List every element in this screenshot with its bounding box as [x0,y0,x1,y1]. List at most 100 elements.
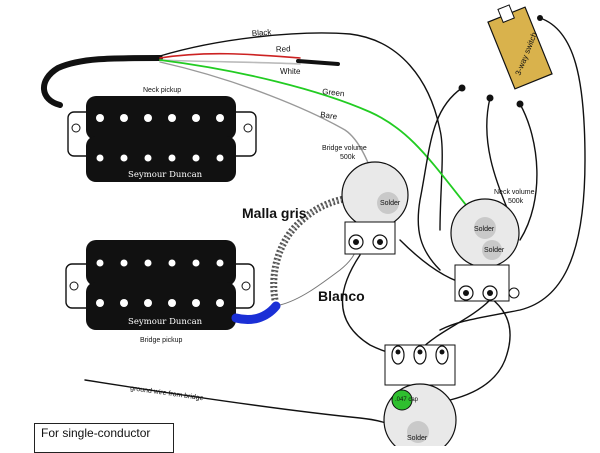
switch-output-wire [439,17,586,331]
tone-pot-lug [435,345,449,365]
neck-pickup-screw-left [71,123,81,133]
white-wire [159,59,301,65]
switch-wire-3 [519,103,538,241]
three-way-switch: 3-way switch [458,4,553,108]
pickup-harness-wires [41,32,471,231]
pole-piece [96,114,104,122]
bridge-pickup-top-coil [86,240,236,286]
bare-wire-label: Bare [320,110,339,121]
pole-piece [192,114,200,122]
bare-wire [159,61,379,191]
neck-pot-lug [487,290,493,296]
neck-pickup-brand: Seymour Duncan [128,170,203,180]
neck-pickup-pole-pieces [96,114,224,162]
pole-piece [120,154,128,162]
bridge-pot-lug [353,239,359,245]
bridge-pickup-pole-pieces [96,259,224,307]
tone-pot-lug-hole [439,349,445,355]
tone-pot-solder-label: Solder [407,435,428,442]
bridge-pickup-brand: Seymour Duncan [128,317,203,327]
braided-shield [270,193,356,301]
caption-box: For single-conductor [34,423,174,453]
pole-piece [216,114,224,122]
switch-lug [458,84,466,92]
neck-volume-title: Neck volume [494,189,535,196]
bridge-pickup-screw-right [241,281,251,291]
red-wire [159,52,301,59]
tone-pot: Solder .047 cap [383,344,457,446]
tone-to-neck-wire [419,299,491,351]
switch-lever [497,4,515,24]
switch-lug [486,94,494,102]
red-wire-label: Red [276,44,291,54]
white-wire-label: White [280,67,301,76]
pole-piece [96,259,104,267]
pole-piece [120,114,128,122]
switch-wire-2 [486,97,511,216]
pole-piece [216,299,224,307]
tone-pot-lug-hole [417,349,423,355]
caption-line-1: For single-conductor [41,426,151,440]
bridge-pickup-title: Bridge pickup [140,337,183,344]
bridge-pot-lug [377,239,383,245]
pole-piece [168,259,176,267]
neck-pot-solder-label-1: Solder [474,226,495,233]
neck-pot-solder-spot-2 [482,240,502,260]
pole-piece [96,154,104,162]
tone-capacitor [391,389,413,411]
neck-pickup-title: Neck pickup [143,87,181,94]
blue-tape [231,301,281,324]
tone-pot-lug [413,345,427,365]
pole-piece [192,299,200,307]
neck-pickup-top-coil [86,96,236,140]
pole-piece [120,259,128,267]
pole-piece [144,299,152,307]
tone-capacitor-label: .047 cap [395,397,419,403]
bridge-pot-to-tone-wire [341,254,421,356]
green-wire-label: Green [322,87,345,98]
pole-piece [216,154,224,162]
black-wire-label: Black [252,28,273,38]
bridge-pot-solder-label: Solder [380,200,401,207]
pole-piece [192,259,200,267]
bridge-volume-title: Bridge volume [322,145,367,152]
pole-piece [144,114,152,122]
neck-pickup [67,96,257,182]
switch-lug [537,15,543,21]
switch-wire-1 [417,87,463,271]
bridge-volume-pot: Solder Bridge volume 500k [322,145,409,255]
neck-pot-solder-label-2: Solder [484,247,505,254]
tone-pot-solder-spot [407,421,429,443]
neck-pot-lug [463,290,469,296]
green-wire [159,59,471,211]
neck-volume-value: 500k [508,198,524,205]
bridge-pot-body [341,161,409,229]
black-wire [159,32,443,231]
bridge-volume-value: 500k [340,154,356,161]
pole-piece [144,259,152,267]
neck-pot-ground-wire [449,284,511,401]
neck-pickup-screw-right [243,123,253,133]
blanco-label: Blanco [318,288,365,304]
bridge-pickup-screw-left [69,281,79,291]
neck-pot-lug [508,287,520,299]
labels: Black Red White Green Bare Neck pickup S… [128,28,365,403]
bridge-pot-solder-spot [377,192,399,214]
harness-cable [41,55,163,108]
tone-pot-lug [391,345,405,365]
malla-gris-label: Malla gris [242,205,307,221]
pole-piece [216,259,224,267]
bridge-pickup [65,240,255,330]
bridge-pickup-bottom-coil [86,282,236,330]
neck-pot-solder-spot [474,217,496,239]
pole-piece [168,299,176,307]
pole-piece [168,114,176,122]
pole-piece [96,299,104,307]
tone-pot-lug-hole [395,349,401,355]
harness-sleeve-end [296,59,340,66]
pole-piece [168,154,176,162]
switch-lug [516,100,524,108]
pole-piece [192,154,200,162]
neck-pickup-bottom-coil [86,136,236,182]
